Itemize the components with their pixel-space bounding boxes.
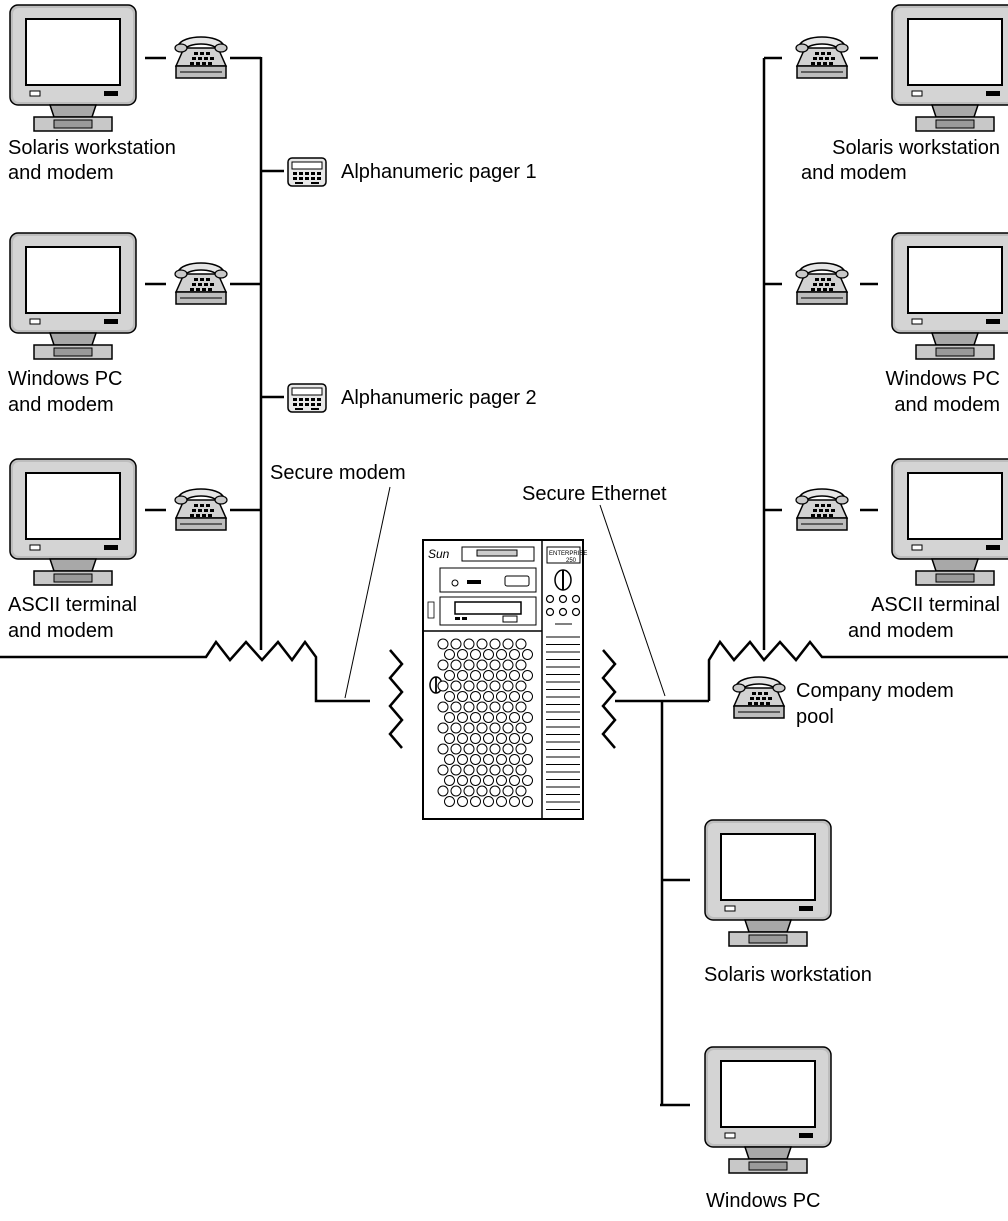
right-break-zigzag — [601, 649, 617, 749]
left-node-2: Windows PC and modem — [8, 232, 228, 416]
left-node-2-label-line1: Windows PC — [8, 368, 122, 390]
lan-solaris-workstation: Solaris workstation — [704, 819, 872, 986]
right-node-3-label-line2: and modem — [848, 620, 954, 642]
left-node-3-label-line1: ASCII terminal — [8, 594, 137, 616]
left-node-3-label-line2: and modem — [8, 620, 114, 642]
right-node-2-label-line2: and modem — [894, 394, 1000, 416]
pager-1: Alphanumeric pager 1 — [287, 157, 537, 187]
right-node-3-label-line1: ASCII terminal — [871, 594, 1000, 616]
telephone-modem-icon — [732, 676, 786, 719]
server-grille — [437, 638, 533, 807]
left-node-1-label-line2: and modem — [8, 162, 114, 184]
right-node-1-label-line1: Solaris workstation — [832, 137, 1000, 159]
secure-ethernet-label: Secure Ethernet — [522, 483, 667, 505]
telephone-modem-icon — [174, 262, 228, 305]
right-node-3: ASCII terminal and modem — [795, 458, 1008, 642]
secure-modem-label: Secure modem — [270, 462, 406, 484]
server-model-line2: 250 — [566, 558, 577, 564]
modem-pool-label-line1: Company modem — [796, 680, 954, 702]
right-bus — [762, 56, 878, 650]
left-break-zigzag — [388, 649, 404, 749]
monitor-icon — [891, 4, 1008, 132]
monitor-icon — [704, 819, 832, 947]
monitor-icon — [891, 232, 1008, 360]
right-node-2: Windows PC and modem — [795, 232, 1008, 416]
left-bus — [145, 56, 284, 650]
modem-pool-label-line2: pool — [796, 706, 834, 728]
left-node-1: Solaris workstation and modem — [8, 4, 228, 184]
telephone-modem-icon — [795, 262, 849, 305]
right-node-1: Solaris workstation and modem — [795, 4, 1008, 184]
server-model-line1: ENTERPRISE — [549, 551, 587, 557]
pager-icon — [287, 383, 327, 413]
secure-ethernet-pointer — [599, 504, 666, 697]
right-node-1-label-line2: and modem — [801, 162, 907, 184]
monitor-icon — [9, 232, 137, 360]
lan-pc-label: Windows PC — [706, 1190, 820, 1212]
server-tower-icon: Sun ENTERPRISE 250 — [422, 539, 587, 820]
pager-2-label: Alphanumeric pager 2 — [341, 387, 537, 409]
telephone-modem-icon — [795, 36, 849, 79]
secure-modem-pointer — [344, 486, 391, 699]
left-node-1-label-line1: Solaris workstation — [8, 137, 176, 159]
telephone-modem-icon — [174, 488, 228, 531]
pager-1-label: Alphanumeric pager 1 — [341, 161, 537, 183]
right-phone-line — [707, 639, 1008, 701]
server-vent — [546, 636, 580, 810]
telephone-modem-icon — [795, 488, 849, 531]
left-node-2-label-line2: and modem — [8, 394, 114, 416]
left-phone-line — [0, 639, 370, 703]
monitor-icon — [9, 4, 137, 132]
monitor-icon — [891, 458, 1008, 586]
monitor-icon — [9, 458, 137, 586]
lan-workstation-label: Solaris workstation — [704, 964, 872, 986]
lan-windows-pc: Windows PC — [704, 1046, 832, 1212]
pager-icon — [287, 157, 327, 187]
company-modem-pool: Company modem pool — [732, 676, 954, 728]
left-node-3: ASCII terminal and modem — [8, 458, 228, 642]
telephone-modem-icon — [174, 36, 228, 79]
server-brand: Sun — [428, 547, 450, 561]
right-node-2-label-line1: Windows PC — [886, 368, 1000, 390]
monitor-icon — [704, 1046, 832, 1174]
pager-2: Alphanumeric pager 2 — [287, 383, 537, 413]
